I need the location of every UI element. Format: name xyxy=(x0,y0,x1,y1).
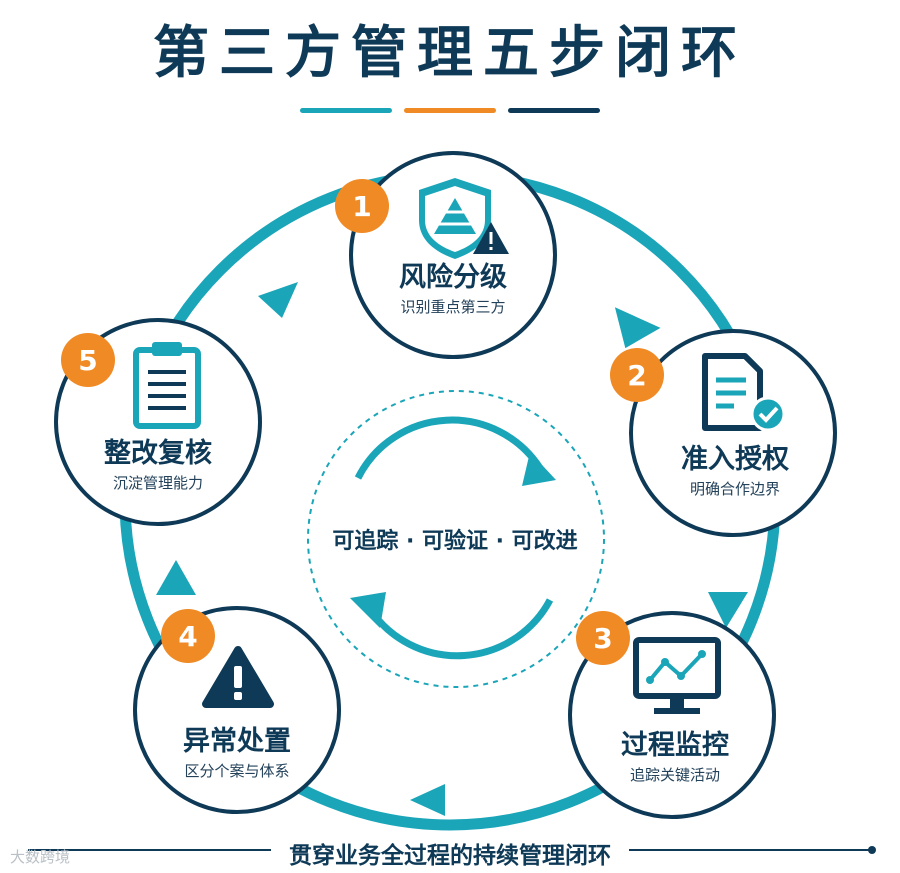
inner-arrow-bottom-head xyxy=(350,592,386,628)
footer-caption-wrap: 贯穿业务全过程的持续管理闭环 xyxy=(0,836,900,870)
cycle-arrow-1-to-2 xyxy=(614,307,661,349)
footer-caption: 贯穿业务全过程的持续管理闭环 xyxy=(271,843,629,869)
step-1-label: 风险分级 识别重点第三方 xyxy=(358,262,548,318)
step-1-title: 风险分级 xyxy=(399,262,507,293)
shield-pyramid-warning-icon xyxy=(419,178,509,259)
title-underline-navy xyxy=(508,108,600,113)
step-3-circle xyxy=(568,611,776,819)
step-4-subtitle: 区分个案与体系 xyxy=(184,762,290,780)
step-2-subtitle: 明确合作边界 xyxy=(689,480,780,498)
step-5-badge: 5 xyxy=(61,333,115,387)
inner-dashed-circle xyxy=(307,390,605,688)
step-3-label: 过程监控 追踪关键活动 xyxy=(580,730,770,786)
step-1-subtitle: 识别重点第三方 xyxy=(400,298,506,316)
clipboard-icon xyxy=(133,342,201,429)
step-2-title: 准入授权 xyxy=(681,444,789,475)
step-4-badge: 4 xyxy=(161,609,215,663)
inner-arrow-top xyxy=(354,416,543,480)
cycle-arrow-2-to-3 xyxy=(708,592,748,628)
cycle-arrow-5-to-1 xyxy=(258,282,298,318)
title-underline-orange xyxy=(404,108,496,113)
step-4-number: 4 xyxy=(178,620,197,653)
step-3-number: 3 xyxy=(593,622,612,655)
step-2-number: 2 xyxy=(627,359,646,392)
page-title: 第三方管理五步闭环 xyxy=(153,21,747,86)
step-3-badge: 3 xyxy=(576,611,630,665)
step-4-title: 异常处置 xyxy=(183,726,291,757)
inner-arrow-top-head xyxy=(522,452,556,486)
cycle-arrow-3-to-4 xyxy=(410,784,445,816)
step-5-subtitle: 沉淀管理能力 xyxy=(112,474,203,492)
step-5-title: 整改复核 xyxy=(104,438,212,469)
step-1-badge: 1 xyxy=(335,179,389,233)
inner-arrow-bottom xyxy=(369,598,554,660)
step-5-number: 5 xyxy=(78,344,97,377)
step-2-circle xyxy=(629,329,837,537)
step-3-title: 过程监控 xyxy=(621,730,729,761)
watermark-text: 大数跨境 xyxy=(10,848,71,866)
step-2-label: 准入授权 明确合作边界 xyxy=(640,444,830,500)
step-3-subtitle: 追踪关键活动 xyxy=(629,766,720,784)
monitor-chart-icon xyxy=(633,637,721,714)
center-caption: 可追踪 · 可验证 · 可改进 xyxy=(332,529,578,554)
warning-triangle-icon xyxy=(202,646,274,708)
document-check-icon xyxy=(702,353,786,432)
step-2-badge: 2 xyxy=(610,348,664,402)
footer-rule-dot xyxy=(868,846,876,854)
step-4-label: 异常处置 区分个案与体系 xyxy=(142,726,332,782)
title-underline-teal xyxy=(300,108,392,113)
cycle-arrow-4-to-5 xyxy=(156,560,196,595)
step-1-number: 1 xyxy=(352,190,371,223)
step-5-label: 整改复核 沉淀管理能力 xyxy=(63,438,253,494)
